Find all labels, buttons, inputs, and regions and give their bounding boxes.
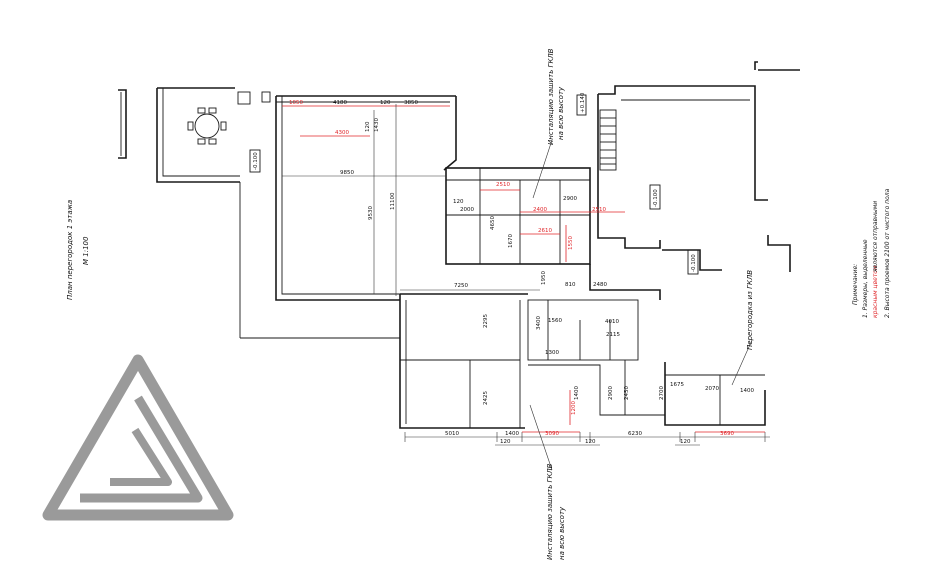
svg-text:1675: 1675 <box>670 382 684 388</box>
notes-heading: Примечание: <box>852 264 859 305</box>
svg-text:120: 120 <box>585 439 596 445</box>
svg-text:810: 810 <box>565 282 576 288</box>
svg-text:2400: 2400 <box>533 207 547 213</box>
svg-text:-0.100: -0.100 <box>691 254 697 272</box>
left-wall-fragment <box>118 89 127 159</box>
notes-line2: 2. Высота проемов 2100 от чистого пола <box>884 188 891 318</box>
svg-text:2295: 2295 <box>483 314 489 328</box>
svg-text:2900: 2900 <box>608 386 614 400</box>
svg-text:4650: 4650 <box>490 216 496 230</box>
svg-text:1400: 1400 <box>505 431 519 437</box>
plan-title: План перегородок 1 этажа <box>66 200 74 300</box>
level-mark-stair: +0.140 <box>576 92 587 116</box>
lower-rooms <box>399 264 766 429</box>
svg-text:7250: 7250 <box>454 283 468 289</box>
svg-text:1670: 1670 <box>508 234 514 248</box>
svg-text:2700: 2700 <box>659 386 665 400</box>
svg-text:120: 120 <box>380 100 391 106</box>
svg-text:3850: 3850 <box>404 100 418 106</box>
dimension-labels: 4180 3850 120 9850 11100 9530 1430 120 2… <box>333 100 754 445</box>
svg-text:-0.100: -0.100 <box>253 152 259 170</box>
notes-line1c: являются отправными <box>872 201 879 272</box>
svg-text:2510: 2510 <box>592 207 606 213</box>
svg-text:120: 120 <box>453 199 464 205</box>
svg-text:4010: 4010 <box>605 319 619 325</box>
svg-text:2115: 2115 <box>606 332 620 338</box>
svg-text:2610: 2610 <box>538 228 552 234</box>
svg-text:120: 120 <box>500 439 511 445</box>
staircase <box>599 109 617 171</box>
partition-gklv-callout: Перегородка из ГКЛВ <box>746 270 754 350</box>
svg-text:9850: 9850 <box>340 170 354 176</box>
svg-text:2510: 2510 <box>496 182 510 188</box>
svg-text:2900: 2900 <box>563 196 577 202</box>
bottom-dimension-chain <box>404 431 770 446</box>
main-hall <box>239 95 457 339</box>
dining-table-icon <box>187 107 227 145</box>
svg-text:5010: 5010 <box>445 431 459 437</box>
svg-text:3090: 3090 <box>545 431 559 437</box>
svg-text:1950: 1950 <box>541 271 547 285</box>
terrace <box>156 87 271 183</box>
svg-text:120: 120 <box>365 121 371 132</box>
svg-text:1550: 1550 <box>568 236 574 250</box>
svg-text:3400: 3400 <box>536 316 542 330</box>
svg-text:120: 120 <box>680 439 691 445</box>
gkl-top-callout-line2: на всю высоту <box>557 86 565 140</box>
svg-text:4300: 4300 <box>335 130 349 136</box>
gkl-bottom-callout-line1: Инсталяцию зашить ГКЛВ <box>546 463 554 560</box>
dimension-lines <box>282 104 625 425</box>
plan-scale: М 1:100 <box>82 236 90 265</box>
svg-text:1300: 1300 <box>545 350 559 356</box>
svg-text:1200: 1200 <box>571 401 577 415</box>
central-block <box>445 167 591 265</box>
level-mark-left: -0.100 <box>249 149 261 173</box>
svg-text:11100: 11100 <box>390 192 396 210</box>
svg-text:6230: 6230 <box>628 431 642 437</box>
svg-text:1430: 1430 <box>374 118 380 132</box>
svg-text:-0.100: -0.100 <box>653 189 659 207</box>
gkl-bottom-callout-line2: на всю высоту <box>558 506 566 560</box>
svg-text:2070: 2070 <box>705 386 719 392</box>
svg-text:3690: 3690 <box>720 431 734 437</box>
svg-text:2450: 2450 <box>624 386 630 400</box>
red-dimension-labels: 1050 4300 2510 2400 2510 2610 1550 3090 … <box>289 100 734 437</box>
watermark-logo <box>42 354 234 521</box>
svg-text:1050: 1050 <box>289 100 303 106</box>
level-mark-right-mid: -0.100 <box>687 249 699 275</box>
notes-line1a: 1. Размеры, выделенные <box>862 239 869 318</box>
notes-line1b: красным цветом <box>872 265 879 318</box>
svg-text:2425: 2425 <box>483 391 489 405</box>
svg-text:1400: 1400 <box>574 386 580 400</box>
svg-text:4180: 4180 <box>333 100 347 106</box>
right-wing <box>597 61 800 272</box>
svg-text:+0.140: +0.140 <box>580 92 586 113</box>
callout-leaders <box>529 139 753 471</box>
svg-text:2480: 2480 <box>593 282 607 288</box>
svg-text:1560: 1560 <box>548 318 562 324</box>
svg-text:2000: 2000 <box>460 207 474 213</box>
gkl-top-callout-line1: Инсталяцию зашить ГКЛВ <box>547 48 555 145</box>
svg-text:9530: 9530 <box>368 206 374 220</box>
level-mark-right-top: -0.100 <box>649 184 661 210</box>
svg-text:1400: 1400 <box>740 388 754 394</box>
